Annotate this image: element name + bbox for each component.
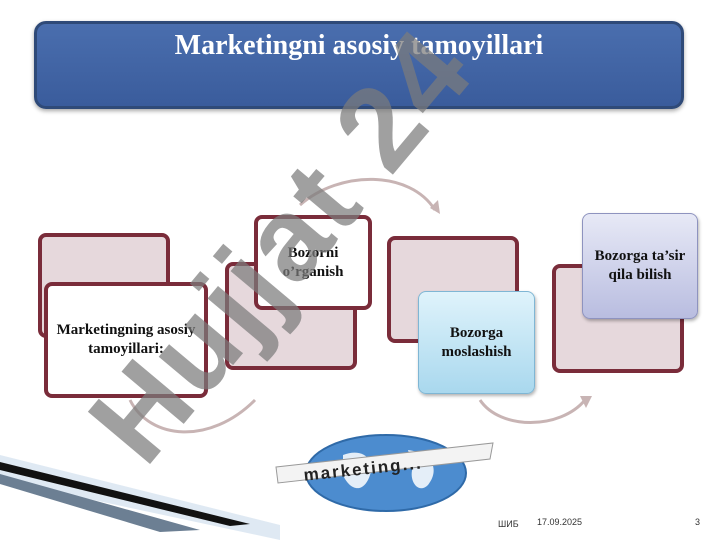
footer-date: 17.09.2025 bbox=[537, 517, 583, 527]
arrow-top-head bbox=[430, 200, 440, 214]
arrow-top bbox=[299, 177, 437, 211]
study-market-box: Bozorni o’rganish bbox=[254, 215, 372, 310]
study-market-label: Bozorni o’rganish bbox=[282, 244, 344, 280]
principles-label: Marketingning asosiy tamoyillari: bbox=[56, 322, 196, 357]
decorative-strips bbox=[0, 455, 280, 540]
footer-page-number: 3 bbox=[695, 517, 701, 527]
arrow-bottom-head bbox=[580, 396, 592, 408]
marketing-ribbon bbox=[275, 442, 494, 484]
principles-box: Marketingning asosiy tamoyillari: bbox=[44, 282, 208, 398]
slide-title: Marketingni asosiy tamoyillari bbox=[174, 30, 544, 61]
footer-org: ШИБ bbox=[498, 519, 519, 529]
marketing-globe-image: marketing... bbox=[275, 434, 494, 512]
title-banner: Marketingni asosiy tamoyillari bbox=[34, 21, 684, 109]
adapt-market-box: Bozorga moslashish bbox=[418, 291, 535, 394]
arrow-left bbox=[128, 398, 257, 434]
arrow-bottom bbox=[478, 399, 587, 424]
influence-market-box: Bozorga ta’sir qila bilish bbox=[582, 213, 698, 319]
influence-market-label: Bozorga ta’sir qila bilish bbox=[594, 248, 686, 283]
adapt-market-label: Bozorga moslashish bbox=[441, 324, 512, 360]
